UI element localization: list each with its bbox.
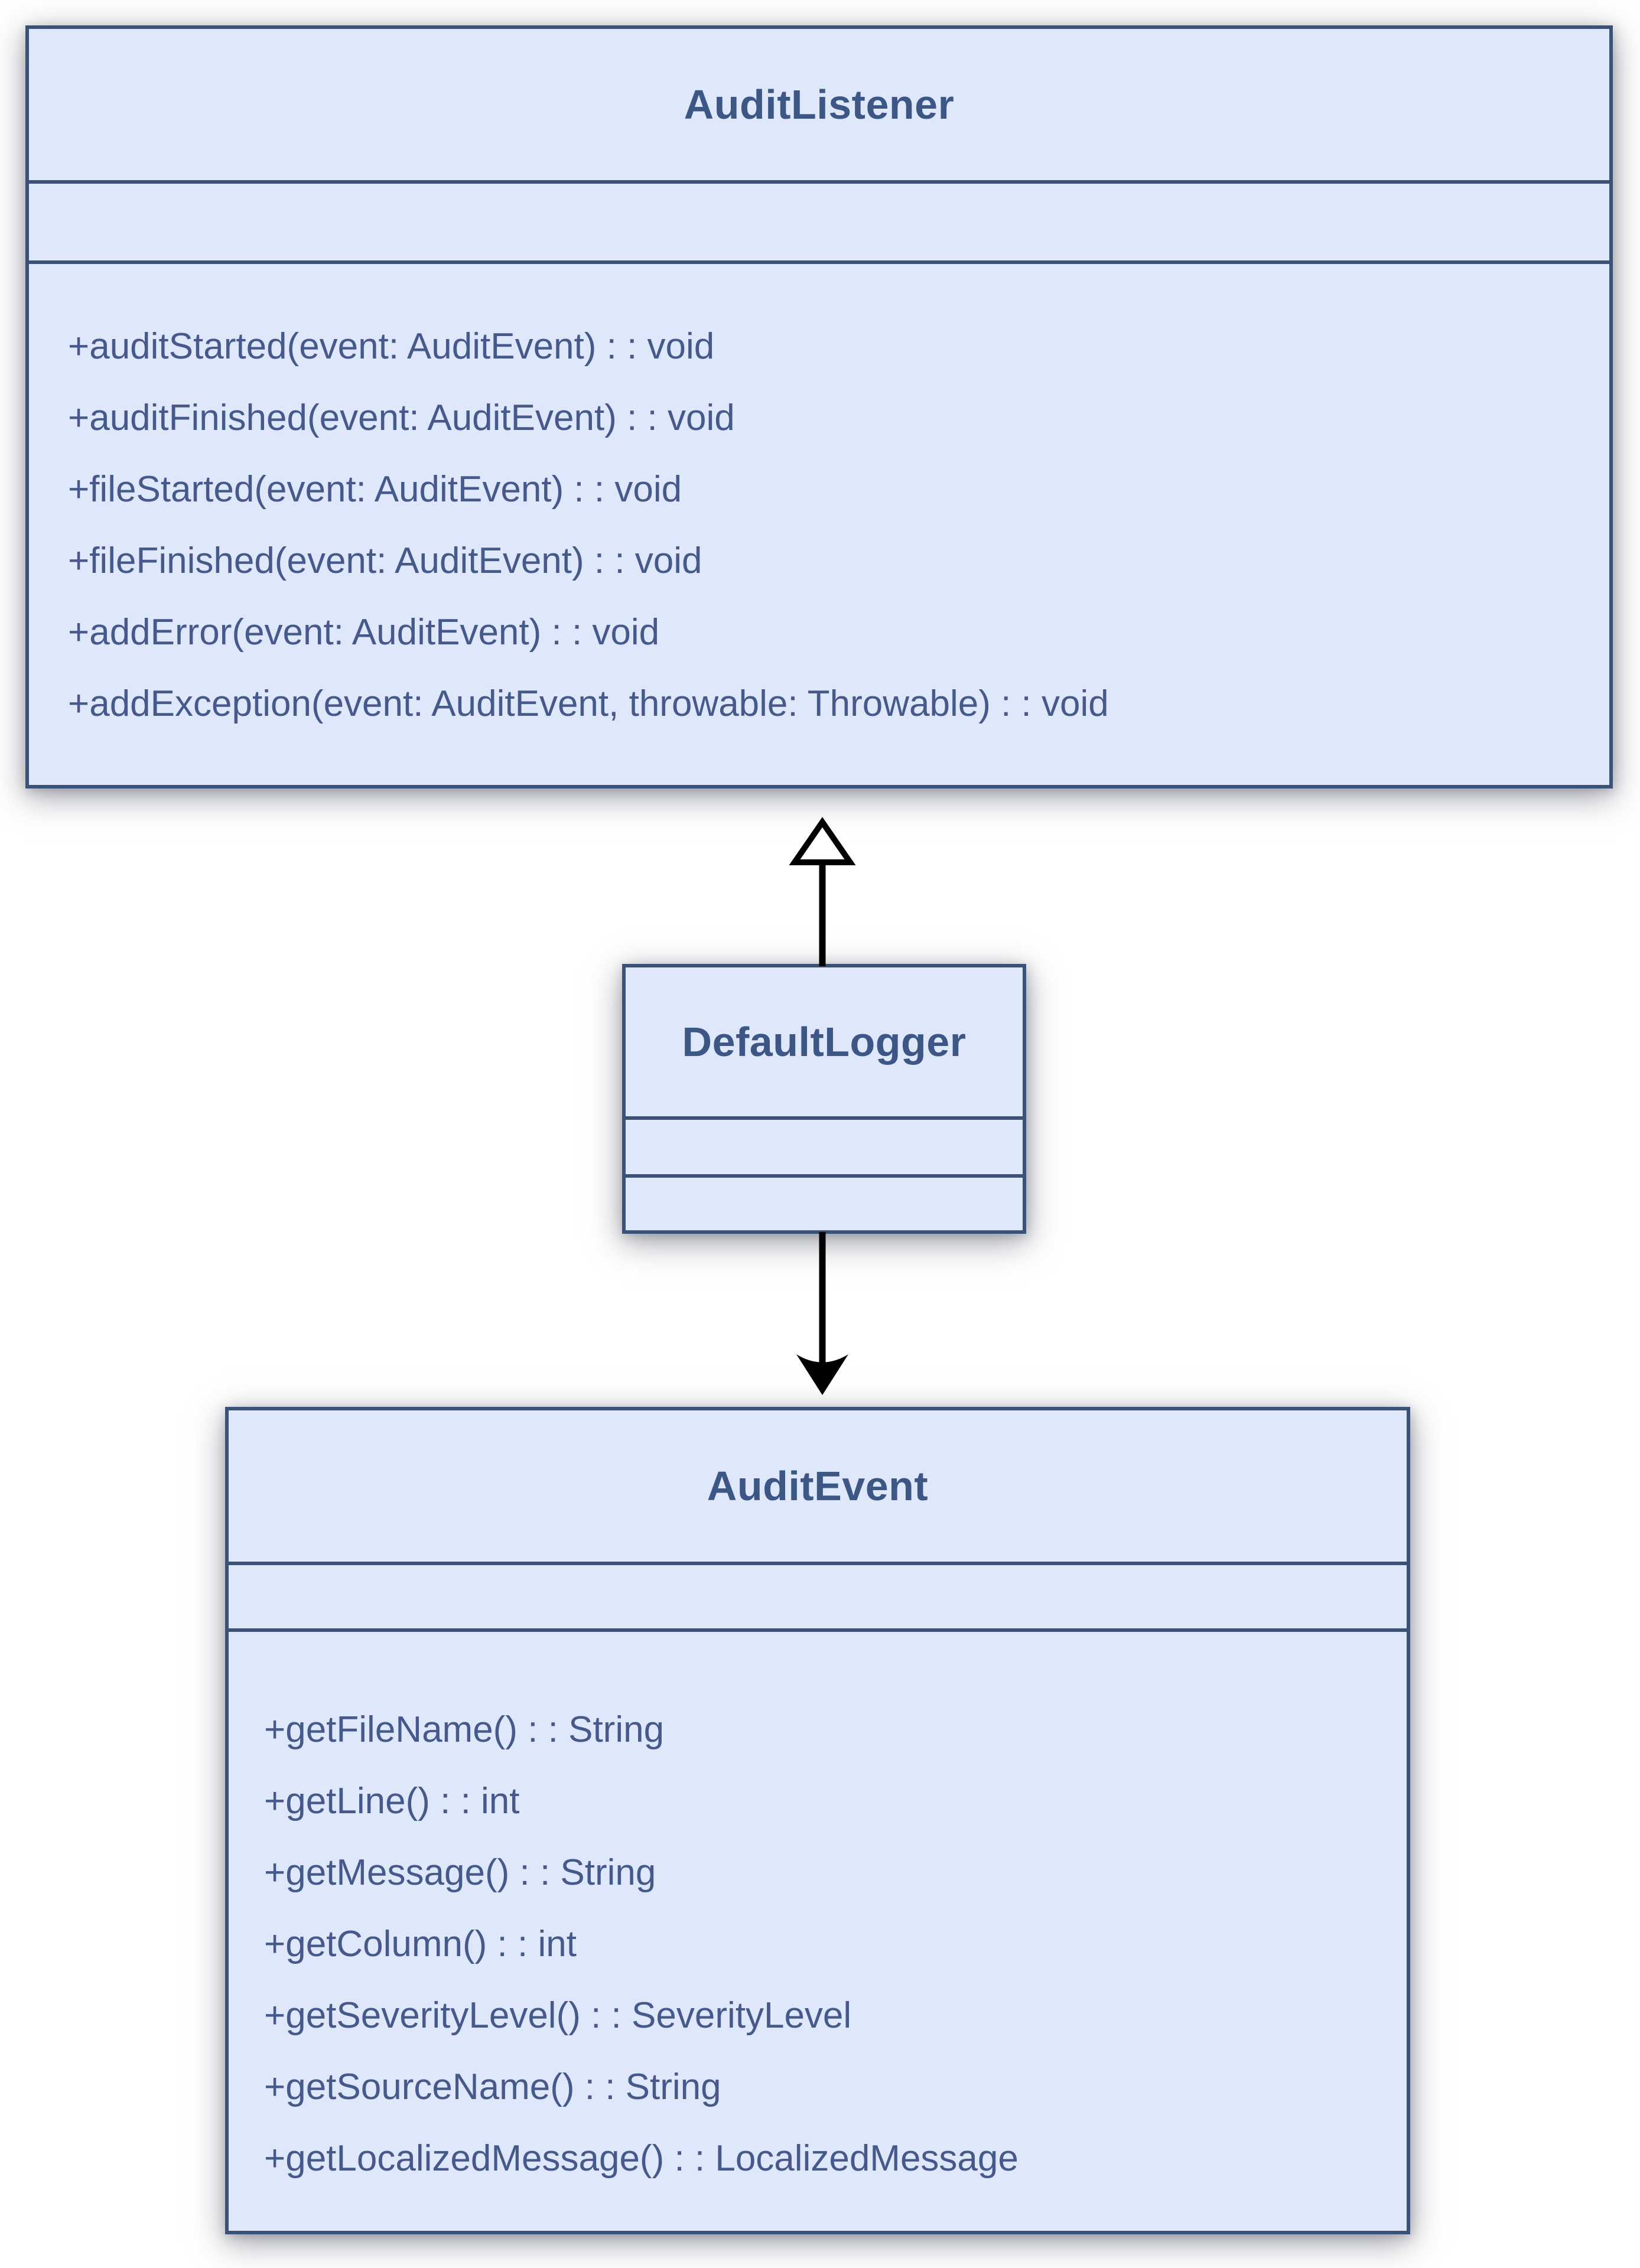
class-title-compartment: DefaultLogger [626, 967, 1023, 1116]
attributes-compartment [29, 180, 1609, 260]
attributes-compartment [626, 1116, 1023, 1174]
class-box-auditevent: AuditEvent +getFileName() : : String+get… [225, 1407, 1410, 2234]
association-arrow-defaultlogger-to-auditevent [796, 1232, 848, 1395]
hollow-triangle-arrowhead [789, 817, 856, 865]
method-row: +getSourceName() : : String [264, 2067, 721, 2107]
method-row: +getLine() : : int [264, 1781, 520, 1821]
method-row: +addError(event: AuditEvent) : : void [68, 612, 660, 653]
method-row: +getMessage() : : String [264, 1852, 656, 1893]
method-row: +auditFinished(event: AuditEvent) : : vo… [68, 397, 735, 438]
class-title-compartment: AuditListener [29, 29, 1609, 180]
class-box-defaultlogger: DefaultLogger [622, 964, 1026, 1234]
class-name-auditlistener: AuditListener [684, 82, 955, 128]
class-name-defaultlogger: DefaultLogger [682, 1019, 967, 1065]
realization-arrow-defaultlogger-to-auditlistener [789, 817, 856, 966]
methods-compartment: +auditStarted(event: AuditEvent) : : voi… [29, 260, 1609, 785]
method-row: +fileStarted(event: AuditEvent) : : void [68, 469, 682, 510]
method-row: +getSeverityLevel() : : SeverityLevel [264, 1995, 852, 2036]
filled-arrowhead [796, 1354, 848, 1395]
methods-compartment: +getFileName() : : String +getLine() : : … [229, 1628, 1407, 2231]
class-name-auditevent: AuditEvent [707, 1463, 929, 1509]
method-row: +getLocalizedMessage() : : LocalizedMess… [264, 2138, 1019, 2179]
method-row: +auditStarted(event: AuditEvent) : : voi… [68, 326, 715, 367]
method-row: +addException(event: AuditEvent, throwab… [68, 683, 1109, 724]
class-title-compartment: AuditEvent [229, 1410, 1407, 1562]
method-row: +getColumn() : : int [264, 1924, 577, 1964]
method-row: +getFileName() : : String [264, 1709, 665, 1750]
method-row: +fileFinished(event: AuditEvent) : : voi… [68, 540, 702, 581]
class-box-auditlistener: AuditListener +auditStarted(event: Audit… [25, 25, 1613, 788]
attributes-compartment [229, 1562, 1407, 1628]
methods-compartment [626, 1174, 1023, 1230]
